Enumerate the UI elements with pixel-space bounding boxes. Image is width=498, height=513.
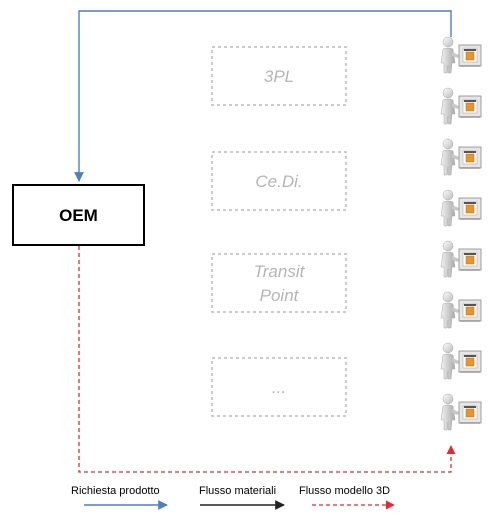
intermediary-label: ... [272,378,286,397]
legend-materials-label: Flusso materiali [199,485,276,497]
person-with-3d-printer-icon [440,36,482,74]
person-with-3d-printer-icon [440,138,482,176]
legend-model3d-label: Flusso modello 3D [299,485,390,497]
person-with-3d-printer-icon [440,291,482,329]
intermediary-label: Ce.Di. [255,172,302,191]
oem-label: OEM [59,206,98,225]
intermediary-label: 3PL [264,67,294,86]
intermediary-label-line2: Point [260,286,300,305]
intermediary-label-line1: Transit [254,262,306,281]
person-with-3d-printer-icon [440,342,482,380]
person-with-3d-printer-icon [440,240,482,278]
legend: Richiesta prodotto Flusso materiali Flus… [71,485,395,510]
intermediary-cedi: Ce.Di. [211,151,347,211]
intermediary-3pl: 3PL [211,46,347,106]
person-with-3d-printer-icon [440,393,482,431]
legend-request-label: Richiesta prodotto [71,485,160,497]
model3d-flow-arrow [78,246,456,473]
request-flow-arrow [74,10,452,182]
intermediary-transit-point: Transit Point [211,253,347,313]
endpoint-column [440,36,482,431]
person-with-3d-printer-icon [440,87,482,125]
oem-node: OEM [12,184,145,246]
person-with-3d-printer-icon [440,189,482,227]
intermediary-other: ... [211,357,347,417]
